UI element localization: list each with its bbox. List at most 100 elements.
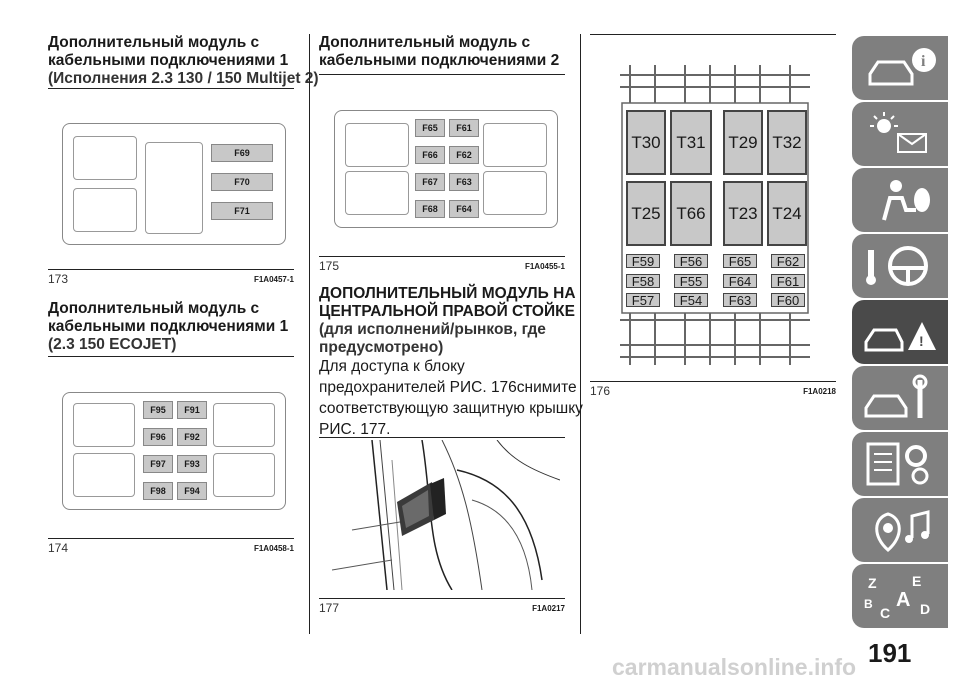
fuse-label: F63 (449, 173, 479, 191)
fuse-label: F62 (771, 254, 805, 269)
watermark: carmanualsonline.info (612, 654, 857, 680)
fuse-panel-174: F95 F91 F96 F92 F97 F93 F98 F94 (62, 392, 286, 510)
heading-line: Дополнительный модуль с (48, 34, 260, 51)
divider (48, 269, 294, 270)
tab-warning-lights[interactable] (852, 102, 948, 166)
empty-slot (73, 188, 137, 232)
heading-module-1: Дополнительный модуль с кабельными подкл… (48, 34, 319, 88)
tab-technical-data[interactable] (852, 432, 948, 496)
warning-lights-icon (870, 112, 927, 153)
empty-slot (73, 403, 135, 447)
heading-line: Дополнительный модуль с (319, 34, 531, 51)
dashboard-info-icon: i (868, 48, 936, 86)
heading-subtitle: (Исполнения 2.3 130 / 150 Multijet 2) (48, 70, 319, 87)
fuse-label: F64 (723, 274, 757, 289)
empty-slot (73, 453, 135, 497)
empty-slot (145, 142, 203, 234)
section-heading: ДОПОЛНИТЕЛЬНЫЙ МОДУЛЬ НА ЦЕНТРАЛЬНОЙ ПРА… (319, 285, 576, 357)
figure-caption-176: 176 F1A0218 (590, 384, 836, 398)
fuse-label: F65 (723, 254, 757, 269)
divider (48, 356, 294, 357)
tab-starting-driving[interactable] (852, 234, 948, 298)
tab-emergency[interactable]: ! (852, 300, 948, 364)
column-divider (309, 34, 310, 634)
fuse-label: F69 (211, 144, 273, 162)
tab-multimedia[interactable] (852, 498, 948, 562)
body-text: Для доступа к блоку предохранителей РИС.… (319, 356, 583, 440)
svg-text:E: E (912, 573, 921, 589)
fuse-label: F54 (674, 293, 708, 308)
page-number: 191 (868, 638, 912, 668)
body-line: РИС. 177. (319, 421, 391, 438)
fuse-label: F95 (143, 401, 173, 419)
divider (319, 437, 565, 438)
fuse-panel-173: F69 F70 F71 (62, 123, 286, 245)
fuse-panel-175: F65 F61 F66 F62 F67 F63 F68 F64 (334, 110, 558, 228)
heading-line: кабельными подключениями 1 (48, 52, 289, 69)
relay-label: T23 (723, 181, 763, 246)
relay-label: T66 (670, 181, 712, 246)
tab-safety[interactable] (852, 168, 948, 232)
heading-line: ЦЕНТРАЛЬНОЙ ПРАВОЙ СТОЙКЕ (319, 303, 575, 320)
body-line: соответствующую защитную крышку (319, 400, 583, 417)
fuse-label: F67 (415, 173, 445, 191)
fuse-label: F96 (143, 428, 173, 446)
fuse-label: F61 (449, 119, 479, 137)
fuse-label: F57 (626, 293, 660, 308)
relay-label: T32 (767, 110, 807, 175)
figure-code: F1A0458-1 (253, 543, 294, 553)
heading-line: кабельными подключениями 2 (319, 52, 560, 69)
tab-maintenance[interactable] (852, 366, 948, 430)
column-divider (580, 34, 581, 634)
empty-slot (73, 136, 137, 180)
figure-number: 175 (319, 259, 340, 273)
divider (319, 74, 565, 75)
body-line: Для доступа к блоку (319, 358, 465, 375)
figure-number: 176 (590, 384, 611, 398)
fuse-label: F58 (626, 274, 660, 289)
figure-code: F1A0217 (532, 603, 565, 613)
fuse-label: F65 (415, 119, 445, 137)
fuse-label: F55 (674, 274, 708, 289)
heading-subtitle: предусмотрено) (319, 339, 444, 356)
safety-airbag-icon (882, 180, 930, 221)
maintenance-icon (864, 374, 928, 418)
svg-text:Z: Z (868, 575, 877, 591)
relay-label: T30 (626, 110, 666, 175)
heading-subtitle: (для исполнений/рынков, где (319, 321, 546, 338)
divider (590, 34, 836, 35)
fuse-label: F91 (177, 401, 207, 419)
svg-text:i: i (921, 53, 926, 70)
fuse-label: F93 (177, 455, 207, 473)
heading-module-2: Дополнительный модуль с кабельными подкл… (319, 34, 559, 70)
multimedia-icon (875, 510, 930, 552)
svg-text:C: C (880, 605, 890, 620)
fuse-label: F60 (771, 293, 805, 308)
pillar-cover-photo (332, 440, 560, 590)
divider (48, 538, 294, 539)
svg-text:A: A (896, 589, 910, 611)
fuse-label: F66 (415, 146, 445, 164)
divider (319, 256, 565, 257)
relay-label: T31 (670, 110, 712, 175)
tab-dashboard[interactable]: i (852, 36, 948, 100)
heading-subtitle: (2.3 150 ECOJET) (48, 336, 177, 353)
figure-code: F1A0455-1 (524, 261, 565, 271)
empty-slot (483, 123, 547, 167)
heading-line: ДОПОЛНИТЕЛЬНЫЙ МОДУЛЬ НА (319, 285, 576, 302)
fuse-label: F98 (143, 482, 173, 500)
heading-module-1-ecojet: Дополнительный модуль с кабельными подкл… (48, 300, 288, 354)
empty-slot (483, 171, 547, 215)
figure-caption-173: 173 F1A0457-1 (48, 272, 294, 286)
figure-number: 177 (319, 601, 340, 615)
heading-line: Дополнительный модуль с (48, 300, 260, 317)
relay-label: T29 (723, 110, 763, 175)
svg-text:D: D (920, 601, 930, 617)
divider (48, 88, 294, 89)
fuse-label: F62 (449, 146, 479, 164)
fuse-label: F56 (674, 254, 708, 269)
fuse-label: F68 (415, 200, 445, 218)
figure-caption-175: 175 F1A0455-1 (319, 259, 565, 273)
